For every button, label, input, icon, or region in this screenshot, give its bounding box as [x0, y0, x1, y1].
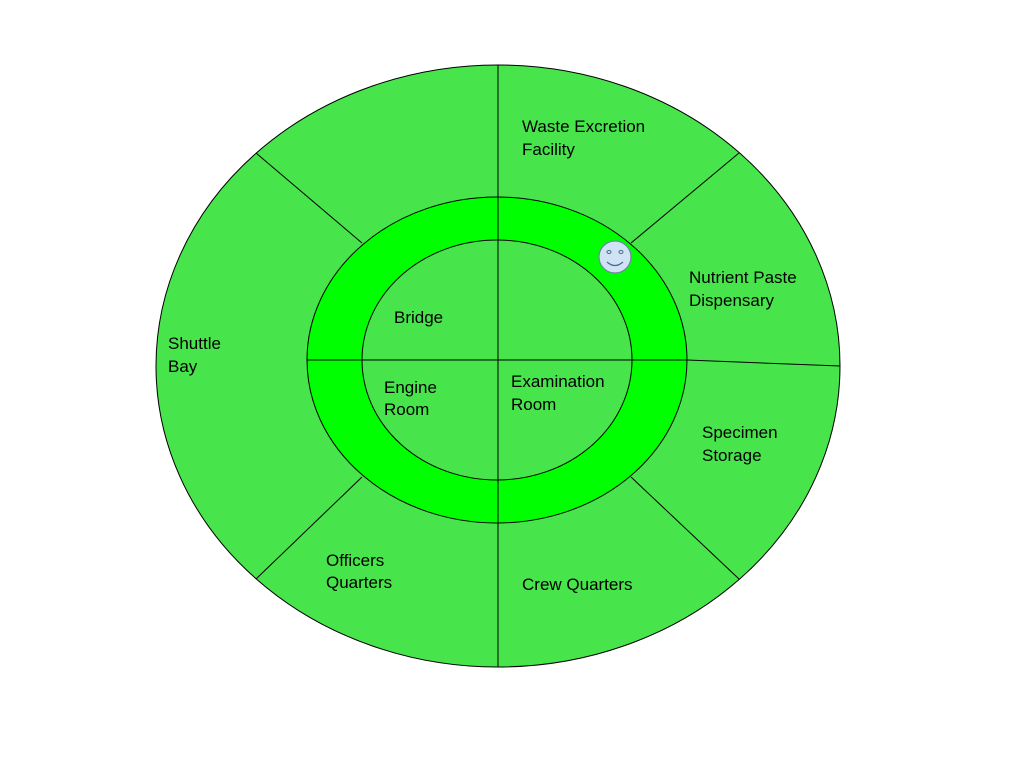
smiley-mouth [606, 261, 624, 267]
room-label-specimen-storage: Specimen Storage [702, 423, 782, 465]
divider-top-right [630, 152, 740, 244]
smiley-right-eye [618, 250, 624, 254]
smiley-left-eye [606, 250, 612, 254]
divider-bottom-left [255, 476, 363, 580]
room-label-engine-room: Engine Room [384, 378, 442, 419]
smiley-face-icon[interactable] [598, 240, 632, 274]
inner-dividers [307, 197, 687, 523]
room-label-crew-quarters: Crew Quarters [522, 575, 633, 594]
room-label-shuttle-bay: Shuttle Bay [168, 334, 226, 376]
room-label-waste-excretion-facility: Waste Excretion Facility [522, 117, 650, 159]
room-label-bridge: Bridge [394, 308, 443, 327]
smiley-face-circle [598, 240, 632, 274]
divider-right [686, 359, 841, 367]
room-label-nutrient-paste-dispensary: Nutrient Paste Dispensary [689, 268, 801, 310]
room-label-officers-quarters: Officers Quarters [326, 551, 392, 592]
outer-dividers [255, 65, 841, 667]
divider-top-left [255, 152, 363, 244]
room-label-examination-room: Examination Room [511, 372, 609, 414]
divider-bottom-right [630, 476, 740, 580]
